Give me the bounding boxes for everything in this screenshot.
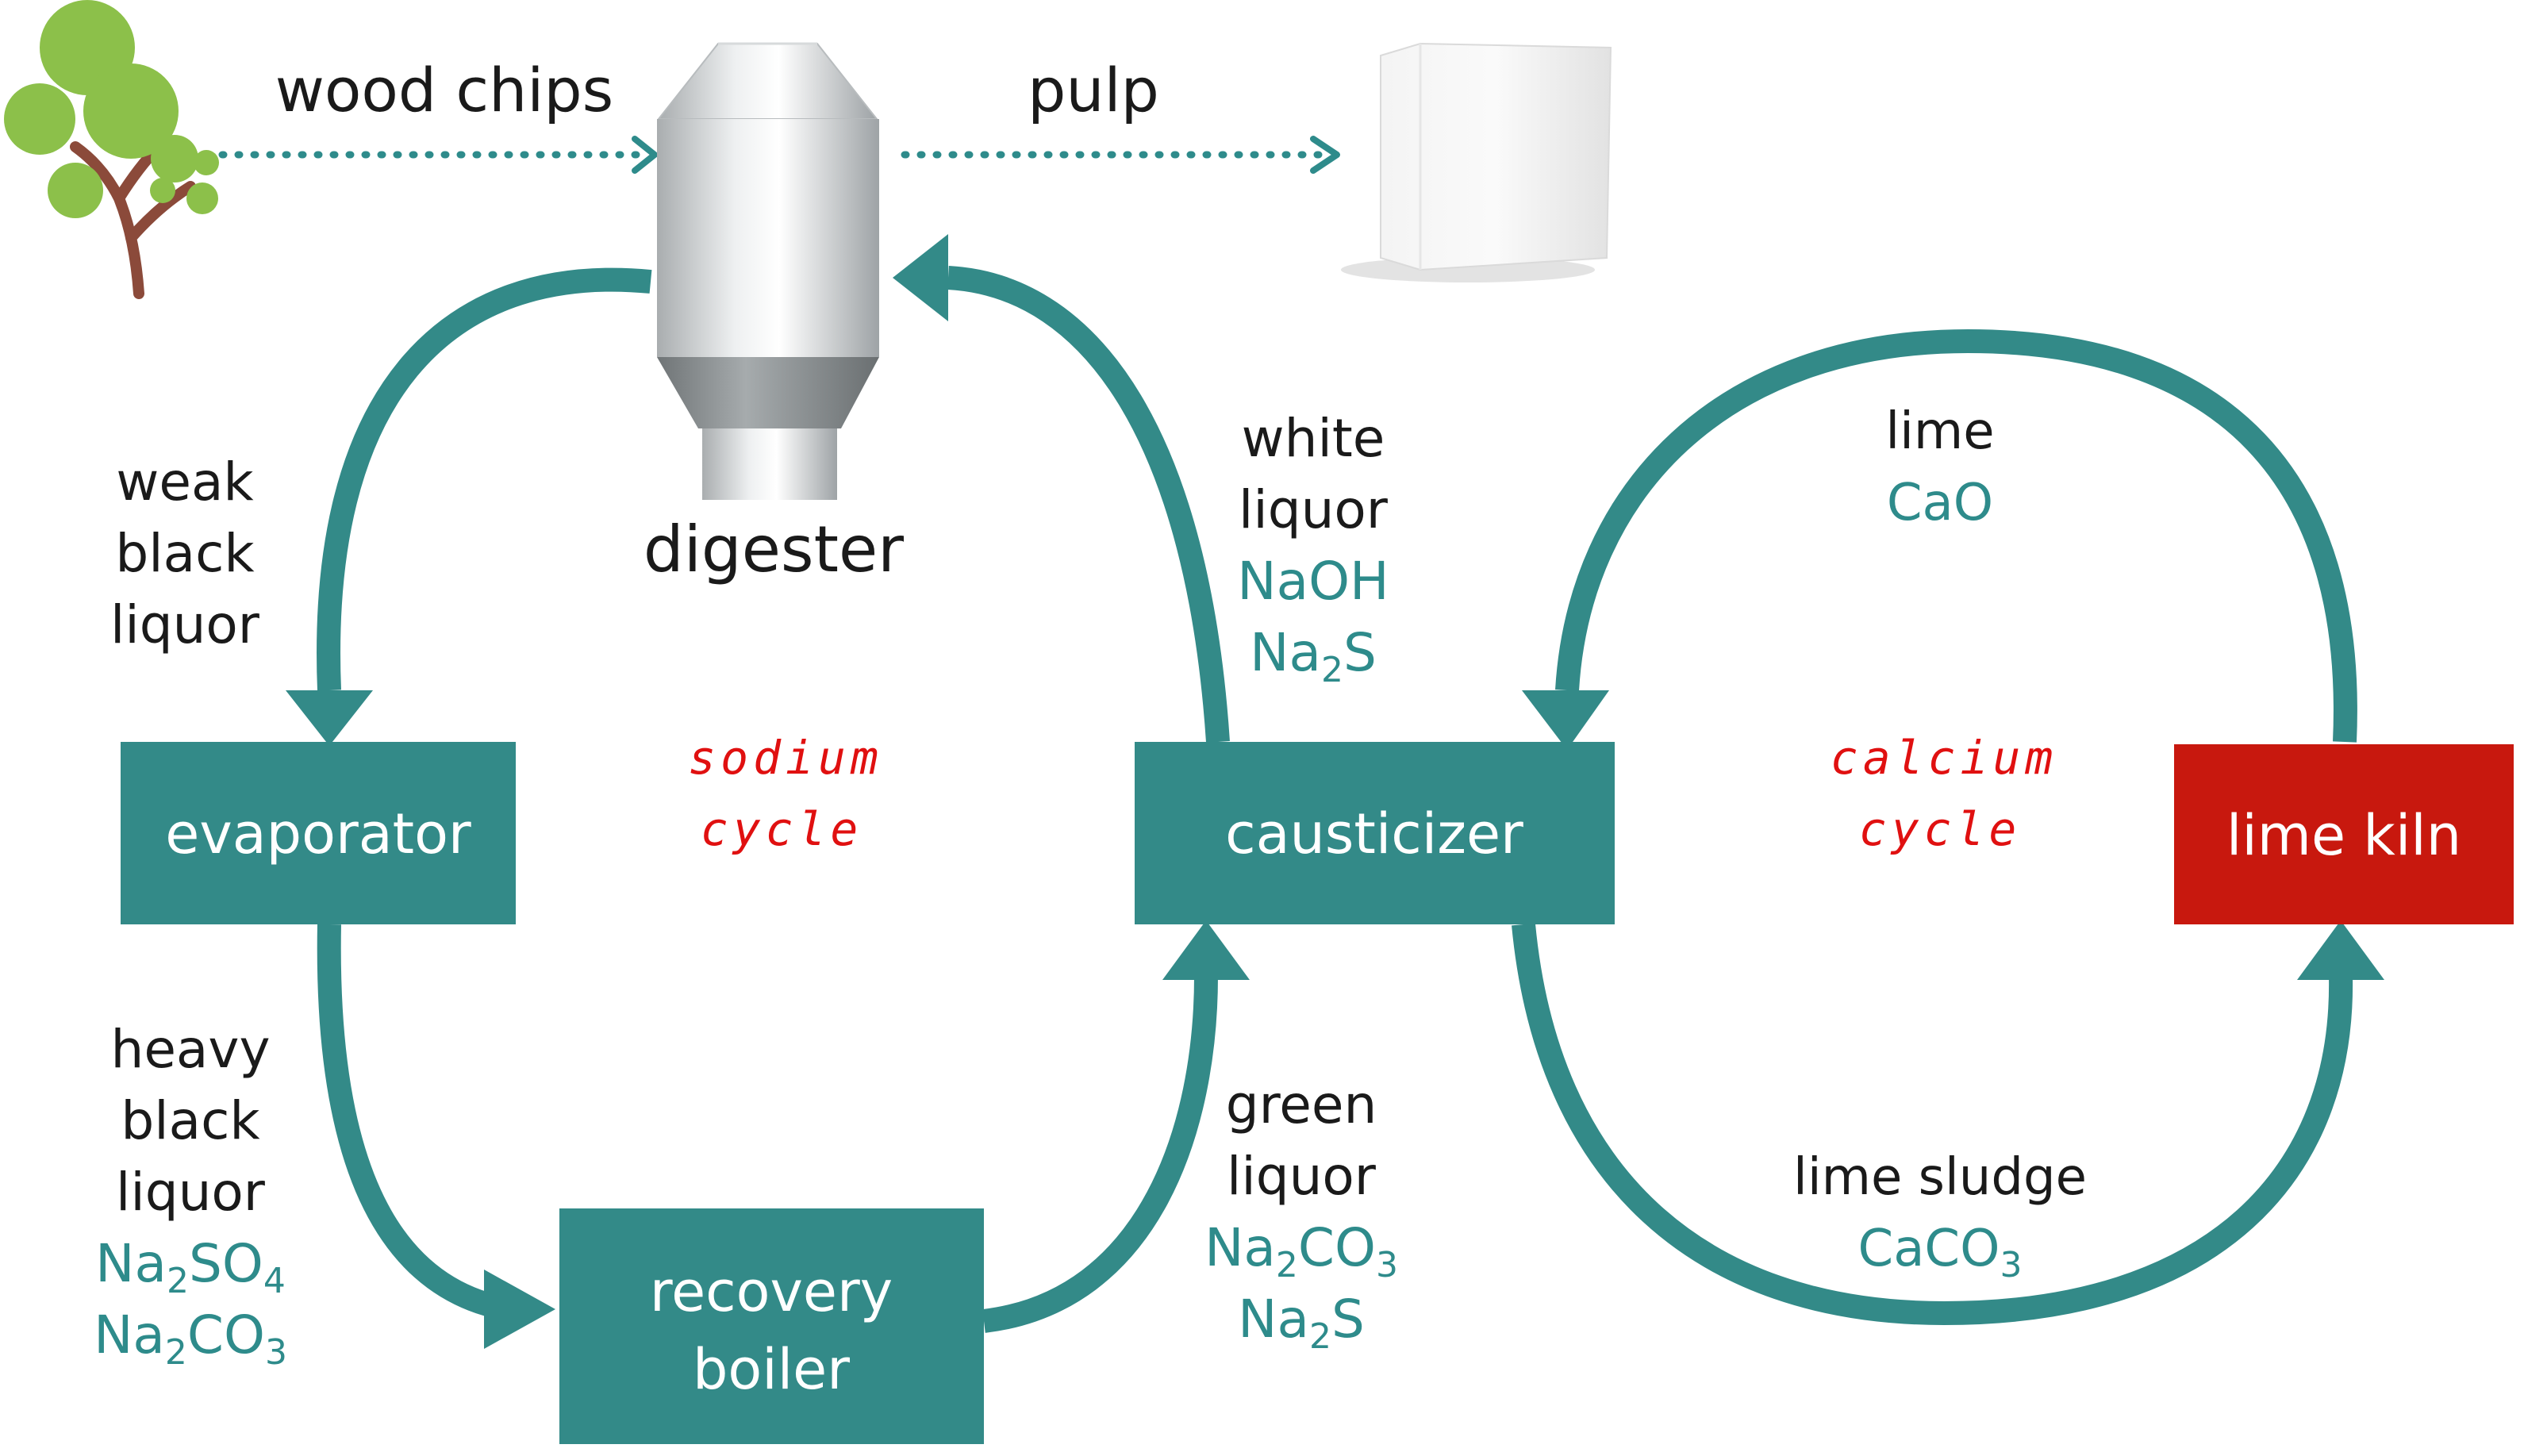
green-liquor-label-2: liquor [1227, 1146, 1377, 1207]
calcium-cycle-label-2: cycle [1859, 802, 2022, 856]
evaporator-label: evaporator [165, 801, 471, 866]
chem-na2so4: Na2SO4 [95, 1233, 286, 1301]
chem-naoh: NaOH [1237, 551, 1389, 612]
lime-kiln-box: lime kiln [2174, 744, 2514, 924]
sodium-cycle-label: sodium [688, 731, 883, 785]
green-liquor-arrow [982, 975, 1218, 1333]
heavy-black-liquor-arrowhead [484, 1270, 555, 1349]
pulp-arrowhead [1310, 136, 1340, 174]
lime-sludge-label: lime sludge [1793, 1148, 2087, 1207]
calcium-cycle-label: calcium [1831, 731, 2057, 785]
lime-label: lime [1885, 402, 1994, 461]
chem-caco3: CaCO3 [1858, 1220, 2023, 1285]
lime-arrow [1555, 328, 2357, 743]
digester-label: digester [643, 513, 904, 586]
boiler-label: boiler [693, 1337, 850, 1402]
weak-black-liquor-label-3: liquor [110, 594, 260, 655]
chem-cao: CaO [1887, 474, 1993, 532]
sodium-cycle-label-2: cycle [701, 802, 863, 856]
white-liquor-label-2: liquor [1239, 479, 1389, 540]
chem-na2s-white: Na2S [1250, 622, 1377, 690]
chem-na2co3-green: Na2CO3 [1204, 1217, 1398, 1285]
causticizer-label: causticizer [1225, 801, 1523, 866]
green-liquor-label-1: green [1226, 1074, 1377, 1135]
green-liquor-arrowhead [1162, 920, 1250, 980]
heavy-black-liquor-label-2: black [121, 1090, 260, 1151]
wood-chips-label: wood chips [275, 55, 613, 125]
evaporator-box: evaporator [121, 742, 516, 924]
digester-icon [656, 42, 879, 500]
recovery-boiler-box: recovery boiler [559, 1208, 984, 1444]
causticizer-box: causticizer [1135, 742, 1615, 924]
heavy-black-liquor-label-3: liquor [116, 1162, 266, 1223]
pulp-label: pulp [1028, 55, 1159, 125]
chem-na2co3-heavy: Na2CO3 [94, 1304, 287, 1373]
wood-chips-arrowhead [632, 136, 658, 174]
lime-kiln-label: lime kiln [2226, 803, 2461, 868]
white-liquor-arrow [947, 266, 1230, 743]
chem-na2s-green: Na2S [1238, 1289, 1365, 1357]
weak-black-liquor-arrow [317, 267, 652, 691]
paper-stack-icon [1341, 42, 1612, 282]
white-liquor-arrowhead [893, 234, 948, 321]
heavy-black-liquor-arrow [317, 924, 510, 1321]
lime-sludge-arrowhead [2297, 920, 2384, 980]
tree-icon [4, 0, 219, 299]
lime-arrowhead [1522, 690, 1609, 750]
weak-black-liquor-label-1: weak [116, 451, 254, 513]
heavy-black-liquor-label-1: heavy [111, 1019, 271, 1080]
lime-sludge-arrow [1512, 923, 2353, 1326]
recovery-label: recovery [650, 1259, 893, 1324]
weak-black-liquor-label-2: black [115, 523, 255, 584]
white-liquor-label-1: white [1242, 408, 1385, 469]
weak-black-liquor-arrowhead [286, 690, 373, 746]
